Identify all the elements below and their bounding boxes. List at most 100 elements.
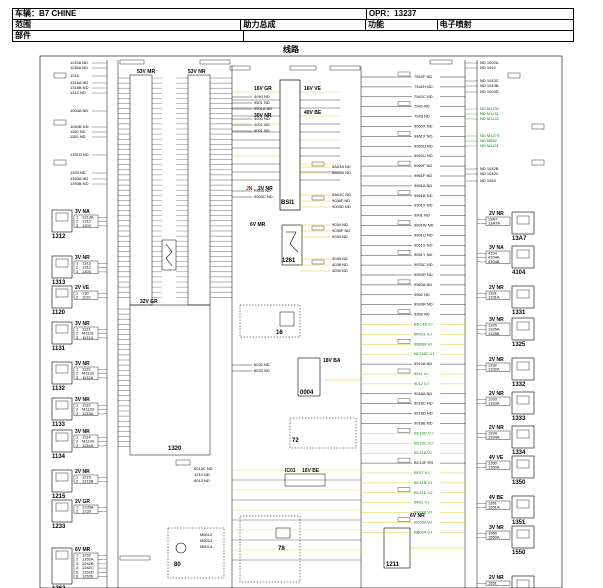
component-id: 1133 <box>52 422 66 428</box>
component-id: 1333 <box>512 416 526 422</box>
wire-code: BSC48 VJ <box>414 322 432 327</box>
splice-box <box>175 459 191 466</box>
wire-code: BC10C VJ <box>414 440 433 445</box>
component-id: 4104 <box>512 270 526 276</box>
component-id: 1332 <box>512 382 526 388</box>
component-id: 1215 <box>52 494 66 500</box>
component-1261: 1261 <box>281 224 303 266</box>
wire-code: 9961X ND <box>414 133 433 138</box>
component-id: 1132 <box>52 386 66 392</box>
wire-code: 1350 <box>488 461 498 466</box>
pin-number: 1 <box>76 261 79 266</box>
wire-code: 1333 <box>488 397 498 402</box>
wire-code: 6001 ND <box>254 128 270 133</box>
wire-code: BSB38 VJ <box>414 341 432 346</box>
connector-label: 2V NR <box>489 425 504 431</box>
connector-label: 2V GR <box>75 499 90 505</box>
pin-number: 1 <box>76 435 79 440</box>
wire-code: 9030 ND <box>332 234 348 239</box>
pin-number: 2 <box>76 509 79 514</box>
wire-code: 1316A ND <box>70 80 88 85</box>
c1320-a-label: 53V MR <box>137 69 155 75</box>
pin-number: 2 <box>76 407 79 412</box>
wire-code: 5960U ND <box>414 143 433 148</box>
splice-box <box>397 428 411 433</box>
wire-code: 9910A ND <box>414 361 432 366</box>
wire-code: 13A7A <box>488 221 500 226</box>
wire-code: ND M662 <box>480 138 498 143</box>
component-78: 78 <box>239 515 301 583</box>
component-id: 1312 <box>52 234 66 240</box>
wire-code: 1215 <box>82 475 92 480</box>
function-value: 电子喷射 <box>439 20 472 29</box>
wire-code: BC050 VJ <box>414 520 432 525</box>
component-1262: 12626V MR1126221262A31262B41262C51262D61… <box>51 547 107 588</box>
wire-code: 9961A ND <box>414 183 432 188</box>
connector-label: 2V NR <box>489 211 504 217</box>
wire-code: 1325A <box>488 327 500 332</box>
wire-code: 1551 <box>488 581 498 586</box>
pin-number: 1 <box>76 215 79 220</box>
wire-code: 1262C <box>82 565 94 570</box>
wire-code: 1262A <box>82 557 94 562</box>
wire-code: 9003D ND <box>332 204 351 209</box>
wire-code: 6013 ND <box>194 478 210 483</box>
wire-code: 1210 ND <box>194 472 210 477</box>
splice-box <box>397 457 411 463</box>
wire-code: 9961S ND <box>414 242 433 247</box>
part-label: 部件 <box>13 31 244 41</box>
vehicle-label: 车辆：B7 CHINE <box>13 9 367 19</box>
header-table: 车辆：B7 CHINE OPR：13237 范围 助力总成 功能 电子喷射 部件 <box>12 8 574 42</box>
wire-code: 1325B <box>488 331 500 336</box>
wire-code: 1550 <box>488 531 498 536</box>
wire-code: 5962U ND <box>414 153 433 158</box>
connector-label: 2V VE <box>75 285 90 291</box>
wire-code: 1331A <box>488 295 500 300</box>
c78-id: 78 <box>278 546 285 552</box>
wire-code: 9018C ND <box>414 401 433 406</box>
ribbon-box <box>329 65 361 71</box>
component-id: 1262 <box>52 586 66 588</box>
wire-code: 9036F ND <box>332 198 350 203</box>
wire-code: 9501 ND <box>254 100 270 105</box>
splice-box <box>53 72 67 79</box>
wire-code: 7942H ND <box>414 84 433 89</box>
wire-code: 1133 <box>82 403 91 408</box>
c16-id: 16 <box>276 330 283 336</box>
wire-code: 9960X ND <box>414 124 433 129</box>
wire-code: 1262B <box>82 561 94 566</box>
wire-code: BF07 VJ <box>414 470 429 475</box>
splice-box <box>53 119 67 126</box>
bsi-16v-label: 16V GR <box>254 86 272 92</box>
component-id: 1313 <box>52 280 66 286</box>
wire-code: 9018A ND <box>414 391 432 396</box>
wire-code: 9933C ND <box>414 262 433 267</box>
wire-code: 9911 VJ <box>414 371 428 376</box>
connector-label: 4V VE <box>489 455 504 461</box>
connector-1320: 53V MR 53V NR 32V GR 1320 <box>129 69 211 456</box>
wire-code: 4040 ND <box>254 94 270 99</box>
wire-code: 1393A ND <box>70 176 88 181</box>
c1261-id: 1261 <box>282 258 296 264</box>
component-ic01: IC01 16V BE <box>284 468 326 487</box>
connector-label: 3V NA <box>489 245 504 251</box>
wire-code: 1333A <box>488 401 500 406</box>
splice-box <box>311 225 325 231</box>
wire-code: BF01 VJ <box>414 500 429 505</box>
component-id: 1550 <box>512 550 526 556</box>
ribbon-box <box>229 65 251 71</box>
splice-box <box>311 195 325 201</box>
component-id: 1351 <box>512 520 526 526</box>
wire-code: 9953R ND <box>414 272 433 277</box>
wire-code: 1040B ND <box>70 124 89 129</box>
ribbon-box <box>119 59 145 65</box>
wire-code: 9962A ND <box>414 282 432 287</box>
